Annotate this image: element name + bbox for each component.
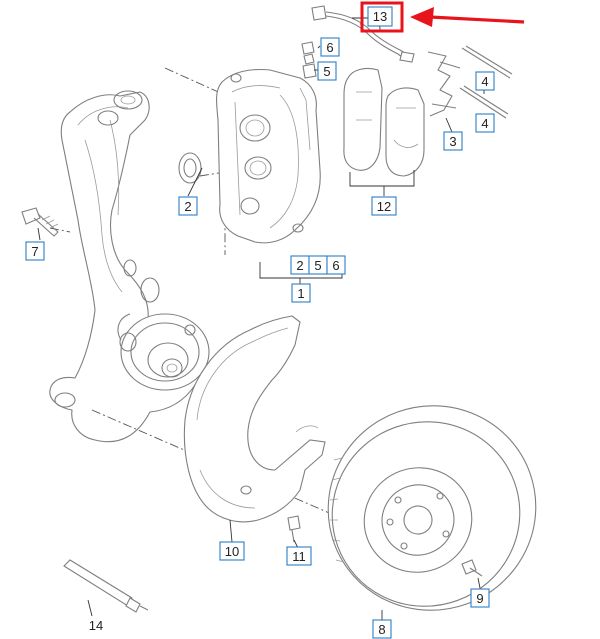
label-14-text: 14 xyxy=(89,618,103,633)
callout-7-label: 7 xyxy=(31,244,38,259)
callout-10: 10 xyxy=(219,541,245,561)
callout-5-label: 5 xyxy=(323,64,330,79)
callout-2-label: 2 xyxy=(184,199,191,214)
retaining-spring xyxy=(427,51,461,117)
bleeder-screw xyxy=(301,41,317,79)
callout-10-label: 10 xyxy=(225,544,239,559)
callout-9: 9 xyxy=(470,588,490,608)
label-14: 14 xyxy=(89,618,103,633)
assembly-grease-tube xyxy=(63,559,149,613)
callout-11-label: 11 xyxy=(292,549,306,564)
wheel-hub xyxy=(117,313,210,391)
callout-9-label: 9 xyxy=(476,591,483,606)
callout-12-label: 12 xyxy=(377,199,391,214)
callout-6-label: 6 xyxy=(326,40,333,55)
callout-group-5-label: 5 xyxy=(314,258,321,273)
callout-12: 12 xyxy=(371,196,397,216)
highlight-marker xyxy=(360,1,525,33)
callout-1: 1 xyxy=(291,283,311,303)
caliper-bolt xyxy=(21,207,59,237)
brake-splash-shield xyxy=(183,315,326,523)
callout-5: 5 xyxy=(317,61,337,81)
callout-group-2-label: 2 xyxy=(296,258,303,273)
callout-7: 7 xyxy=(25,241,45,261)
callout-1-label: 1 xyxy=(297,286,304,301)
highlight-arrow-shaft xyxy=(429,15,525,24)
callout-13-label: 13 xyxy=(373,9,387,24)
brake-pads xyxy=(343,67,425,177)
callout-4-bottom-label: 4 xyxy=(481,116,488,131)
callout-13: 13 xyxy=(367,6,393,27)
steering-knuckle xyxy=(49,90,203,443)
callout-group-2-5-6: 2 5 6 xyxy=(290,255,346,275)
callout-3-label: 3 xyxy=(449,134,456,149)
splash-shield-screw xyxy=(287,515,301,543)
guide-pins xyxy=(459,45,513,119)
callout-group-6-label: 6 xyxy=(332,258,339,273)
callout-2: 2 xyxy=(178,196,198,216)
callout-6: 6 xyxy=(320,37,340,57)
callout-8: 8 xyxy=(372,619,392,639)
brake-caliper xyxy=(215,68,321,244)
callout-4-bottom: 4 xyxy=(475,113,495,133)
callout-4-top: 4 xyxy=(475,71,495,91)
highlight-arrow-head xyxy=(410,7,434,27)
disc-retaining-screw xyxy=(461,559,483,577)
callout-11: 11 xyxy=(286,546,312,566)
callout-8-label: 8 xyxy=(378,622,385,637)
highlight-box xyxy=(360,1,404,33)
callout-4-top-label: 4 xyxy=(481,74,488,89)
callout-3: 3 xyxy=(443,131,463,151)
brake-disc xyxy=(327,405,537,611)
piston-seal-ring xyxy=(178,152,202,184)
